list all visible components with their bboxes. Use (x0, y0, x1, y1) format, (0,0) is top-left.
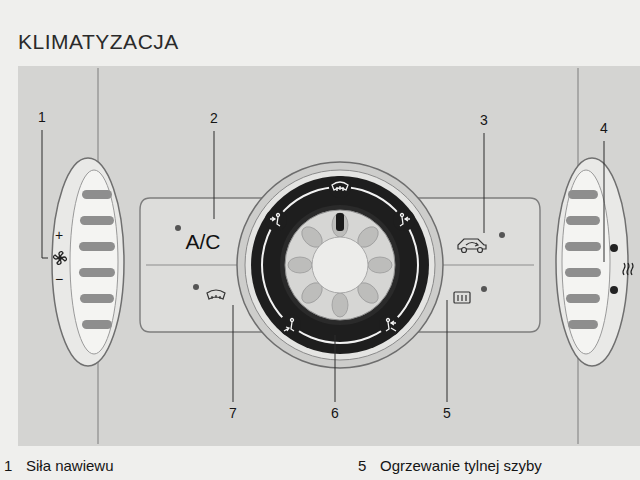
recirculation-icon (458, 239, 486, 253)
right-vent (556, 158, 628, 366)
illustration-ground (18, 66, 640, 446)
callout-number: 4 (600, 121, 608, 136)
seat-heat-indicator (610, 286, 618, 294)
fan-icon (54, 252, 67, 265)
mode-icons (270, 182, 410, 331)
callout-number: 2 (210, 111, 218, 126)
callout-number: 5 (443, 406, 451, 421)
button-label: A/C (185, 230, 220, 253)
key-number: 5 (358, 458, 366, 475)
fan-plus-sign: + (55, 228, 63, 243)
fan-minus-sign: − (55, 272, 63, 287)
callout-number: 6 (331, 406, 339, 421)
key-text: Ogrzewanie tylnej szyby (380, 458, 542, 475)
leader-lines (42, 130, 604, 402)
rear-defrost-icon (454, 292, 470, 303)
mode-knob (237, 162, 443, 368)
key-text: Siła nawiewu (26, 458, 114, 475)
ac-button: A/C (181, 228, 225, 256)
page-title: KLIMATYZACJA (18, 30, 179, 53)
key-number: 1 (4, 458, 12, 475)
callout-number: 7 (229, 406, 237, 421)
callout-number: 3 (480, 113, 488, 128)
heat-icon (623, 263, 633, 275)
seat-heat-indicator (610, 244, 618, 252)
callout-number: 1 (38, 110, 46, 125)
left-vent (52, 158, 124, 366)
